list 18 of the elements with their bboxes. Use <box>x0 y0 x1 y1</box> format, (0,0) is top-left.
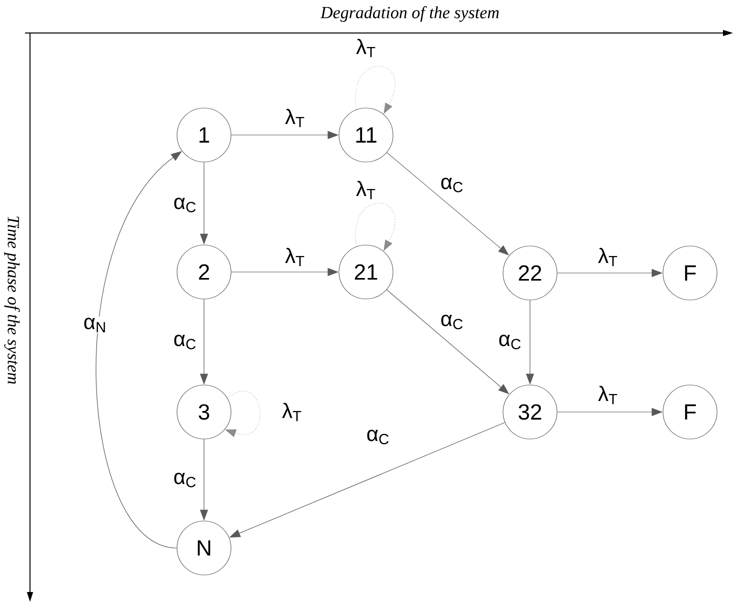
edge-label: α$_{N}$ <box>82 316 108 334</box>
edge-label: λ$_{T}$ <box>284 246 306 268</box>
edge-label: α$_{C}$ <box>172 334 198 350</box>
edge-label: α$_{C}$ <box>172 472 198 488</box>
edge-label: α$_{C}$ <box>497 334 523 350</box>
edge-label: λ$_{T}$ <box>355 180 377 200</box>
edge-label: λ$_{T}$ <box>355 38 377 58</box>
edge-label: α$_{C}$ <box>439 314 465 330</box>
edge-label: α$_{C}$ <box>439 176 465 194</box>
axis-label: Time phase of the system <box>4 216 20 384</box>
edge-label: λ$_{T}$ <box>597 384 619 406</box>
arrow <box>96 151 182 548</box>
edge-label: λ$_{T}$ <box>281 402 303 422</box>
edge-label: λ$_{T}$ <box>284 108 306 128</box>
axis-label: Degradation of the system <box>320 6 499 22</box>
edge-label: λ$_{T}$ <box>597 246 619 268</box>
edge-label: α$_{C}$ <box>172 196 198 214</box>
edge-label: α$_{C}$ <box>365 428 391 446</box>
